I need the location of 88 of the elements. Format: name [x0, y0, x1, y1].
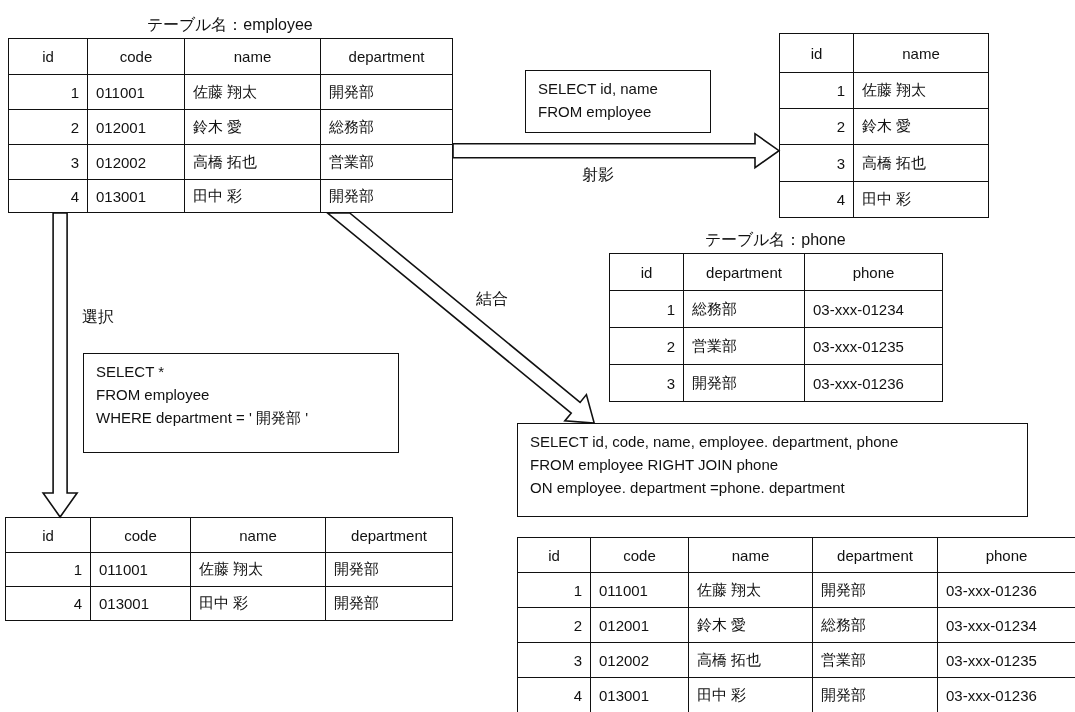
table-cell: 鈴木 愛	[184, 109, 321, 145]
query-box	[83, 353, 399, 453]
table-cell: 開発部	[683, 364, 805, 402]
code-line: SELECT id, name	[538, 79, 659, 99]
header-cell: name	[688, 537, 813, 573]
table-cell: 03-xxx-01235	[804, 327, 943, 365]
table-cell: 1	[779, 72, 854, 109]
table-cell: 3	[517, 642, 591, 678]
table-cell: 総務部	[812, 607, 938, 643]
table-cell: 013001	[87, 179, 185, 213]
header-cell: code	[90, 517, 191, 553]
table-cell: 開発部	[812, 572, 938, 608]
table-cell: 田中 彩	[190, 586, 326, 621]
table-cell: 012001	[87, 109, 185, 145]
table-cell: 営業部	[320, 144, 453, 180]
header-cell: code	[87, 38, 185, 75]
table-cell: 4	[8, 179, 88, 213]
header-cell: department	[325, 517, 453, 553]
header-cell: id	[517, 537, 591, 573]
table-cell: 1	[8, 74, 88, 110]
table-cell: 佐藤 翔太	[853, 72, 989, 109]
table-cell: 総務部	[683, 290, 805, 328]
header-cell: department	[812, 537, 938, 573]
table-cell: 011001	[87, 74, 185, 110]
table-cell: 鈴木 愛	[688, 607, 813, 643]
table-title: テーブル名：phone	[704, 230, 847, 250]
table-cell: 高橋 拓也	[184, 144, 321, 180]
header-cell: code	[590, 537, 689, 573]
table-cell: 1	[609, 290, 684, 328]
table-cell: 4	[517, 677, 591, 712]
table-cell: 営業部	[812, 642, 938, 678]
code-line: FROM employee	[538, 102, 653, 122]
table-cell: 4	[779, 181, 854, 218]
header-cell: department	[683, 253, 805, 291]
table-cell: 鈴木 愛	[853, 108, 989, 145]
header-cell: name	[184, 38, 321, 75]
query-box	[517, 423, 1028, 517]
block-arrow	[325, 212, 596, 424]
table-cell: 田中 彩	[853, 181, 989, 218]
code-line: WHERE department = ' 開発部 '	[96, 408, 310, 428]
table-cell: 開発部	[320, 179, 453, 213]
table-title: テーブル名：employee	[146, 15, 314, 35]
header-cell: id	[609, 253, 684, 291]
table-cell: 011001	[590, 572, 689, 608]
table-cell: 03-xxx-01236	[804, 364, 943, 402]
table-cell: 開発部	[325, 552, 453, 587]
code-line: FROM employee	[96, 385, 211, 405]
table-cell: 012002	[87, 144, 185, 180]
table-cell: 3	[8, 144, 88, 180]
code-line: FROM employee RIGHT JOIN phone	[530, 455, 780, 475]
table-cell: 011001	[90, 552, 191, 587]
table-cell: 田中 彩	[184, 179, 321, 213]
code-line: SELECT *	[96, 362, 166, 382]
header-cell: name	[190, 517, 326, 553]
query-box	[525, 70, 711, 133]
code-line: SELECT id, code, name, employee. department, phone	[530, 432, 900, 452]
table-cell: 1	[517, 572, 591, 608]
table-cell: 4	[5, 586, 91, 621]
table-cell: 2	[517, 607, 591, 643]
header-cell: phone	[804, 253, 943, 291]
block-arrow	[452, 132, 781, 170]
table-cell: 高橋 拓也	[688, 642, 813, 678]
header-cell: id	[8, 38, 88, 75]
table-cell: 2	[779, 108, 854, 145]
table-cell: 03-xxx-01234	[804, 290, 943, 328]
table-cell: 012002	[590, 642, 689, 678]
header-cell: phone	[937, 537, 1075, 573]
header-cell: id	[5, 517, 91, 553]
table-cell: 2	[609, 327, 684, 365]
table-cell: 3	[609, 364, 684, 402]
table-cell: 開発部	[320, 74, 453, 110]
table-cell: 佐藤 翔太	[688, 572, 813, 608]
table-cell: 3	[779, 144, 854, 182]
table-cell: 1	[5, 552, 91, 587]
header-cell: id	[779, 33, 854, 73]
header-cell: department	[320, 38, 453, 75]
table-cell: 開発部	[325, 586, 453, 621]
table-cell: 高橋 拓也	[853, 144, 989, 182]
table-cell: 013001	[90, 586, 191, 621]
table-cell: 営業部	[683, 327, 805, 365]
block-arrow	[41, 212, 79, 519]
header-cell: name	[853, 33, 989, 73]
table-cell: 012001	[590, 607, 689, 643]
table-cell: 佐藤 翔太	[184, 74, 321, 110]
table-cell: 佐藤 翔太	[190, 552, 326, 587]
code-line: ON employee. department =phone. department	[530, 478, 846, 498]
table-cell: 2	[8, 109, 88, 145]
table-cell: 総務部	[320, 109, 453, 145]
